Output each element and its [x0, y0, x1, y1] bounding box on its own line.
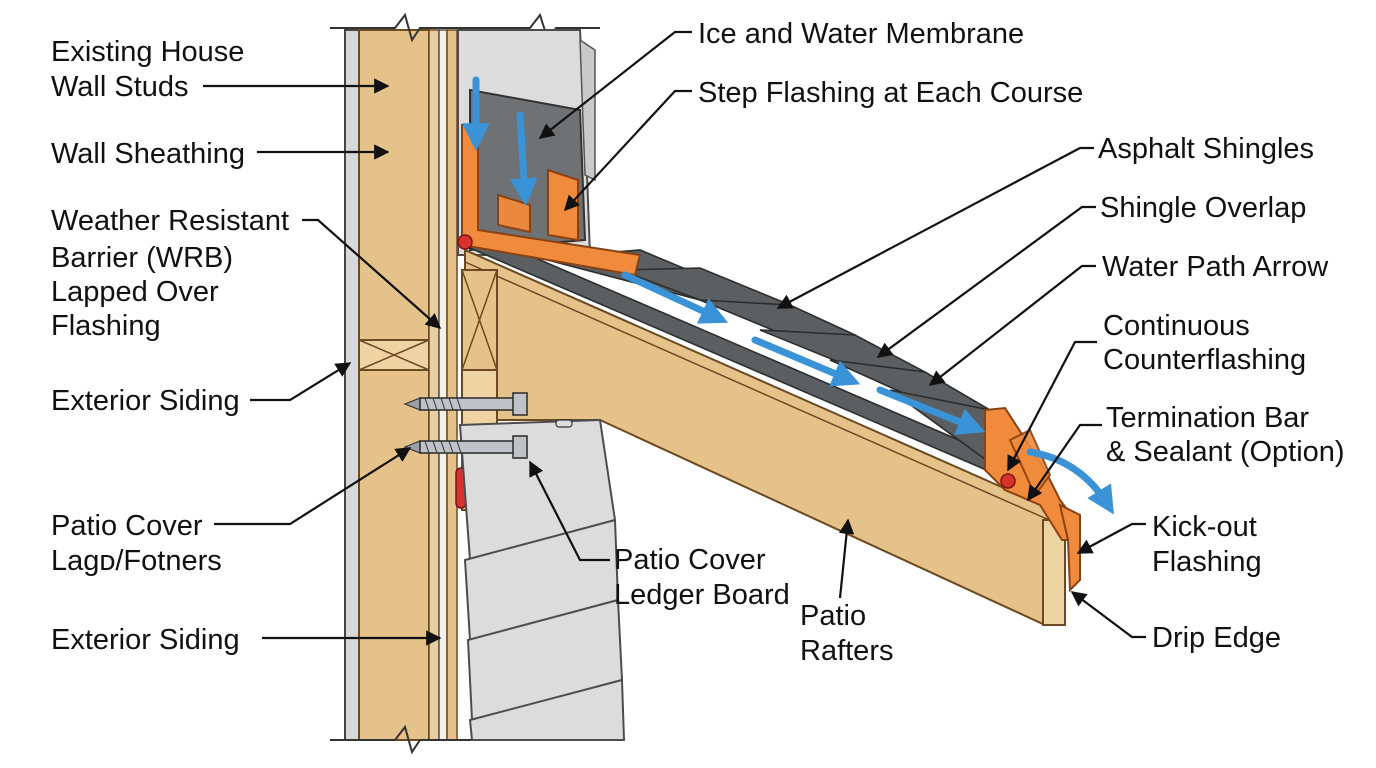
wall-assembly [330, 12, 600, 755]
label-drip-edge: Drip Edge [1152, 622, 1281, 654]
label-ledger-line1: Patio Cover [614, 544, 766, 576]
wrb-layer [438, 29, 448, 741]
label-termination-bar: Termination Bar & Sealant (Option) [1106, 402, 1345, 468]
wall-stud [358, 29, 430, 741]
sealant-dot-top [457, 234, 473, 250]
label-exterior-siding-upper: Exterior Siding [51, 385, 240, 417]
wall-sheathing [428, 29, 440, 741]
label-counterflashing-line1: Continuous [1103, 310, 1250, 342]
label-ice-water-membrane: Ice and Water Membrane [698, 18, 1024, 50]
label-termination-bar-line2: & Sealant (Option) [1106, 436, 1345, 468]
label-termination-bar-line1: Termination Bar [1106, 402, 1309, 434]
label-water-path-arrow: Water Path Arrow [1102, 251, 1329, 283]
label-wrb: Weather Resistant Barrier (WRB) Lapped O… [51, 205, 289, 342]
label-lags-line2: Lagᴅ/Fotners [51, 545, 222, 577]
lower-siding [458, 418, 626, 741]
label-wall-studs-line2: Wall Studs [51, 71, 189, 103]
label-exterior-siding-lower: Exterior Siding [51, 624, 240, 656]
water-path-arrows [462, 76, 1114, 515]
label-rafters: Patio Rafters [800, 600, 893, 667]
sealant-dot-bottom [1000, 473, 1016, 489]
lag-bolt-lower [403, 435, 528, 459]
label-lags-line1: Patio Cover [51, 510, 203, 542]
label-wall-sheathing: Wall Sheathing [51, 138, 245, 170]
label-kickout-line2: Flashing [1152, 546, 1262, 578]
label-asphalt-shingles: Asphalt Shingles [1098, 133, 1314, 165]
label-wrb-line1: Weather Resistant [51, 205, 289, 237]
bottom-break-line [330, 724, 490, 755]
label-shingle-overlap: Shingle Overlap [1100, 192, 1306, 224]
label-wrb-line2: Barrier (WRB) [51, 242, 233, 274]
label-wrb-line4: Flashing [51, 310, 161, 342]
blocking-cross [358, 339, 430, 371]
leader-lines [203, 30, 1146, 646]
label-kickout-line1: Kick-out [1152, 511, 1257, 543]
counterflashing [984, 406, 1081, 593]
wall-gap [446, 29, 458, 741]
label-counterflashing-line2: Counterflashing [1103, 344, 1306, 376]
label-ledger-line2: Ledger Board [614, 579, 790, 611]
label-counterflashing: Continuous Counterflashing [1103, 310, 1306, 376]
wall-sheathing-left [344, 29, 360, 741]
drip-edge-metal [1058, 503, 1081, 593]
lag-bolt-upper [403, 392, 528, 416]
label-ledger: Patio Cover Ledger Board [614, 544, 790, 611]
label-step-flashing: Step Flashing at Each Course [698, 77, 1083, 109]
small-washer [555, 419, 573, 428]
label-wall-studs-line1: Existing House [51, 36, 244, 68]
label-rafters-line2: Rafters [800, 635, 893, 667]
label-wall-studs: Existing House Wall Studs [51, 36, 244, 103]
label-kickout: Kick-out Flashing [1152, 511, 1262, 578]
label-lags: Patio Cover Lagᴅ/Fotners [51, 510, 222, 577]
lag-bolts [403, 392, 573, 459]
label-rafters-line1: Patio [800, 600, 866, 632]
label-wrb-line3: Lapped Over [51, 276, 219, 308]
